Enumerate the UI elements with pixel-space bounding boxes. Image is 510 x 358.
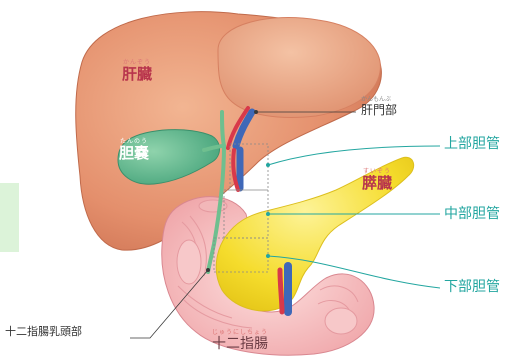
papilla-label: 十二指腸乳頭部: [5, 326, 82, 337]
upper-bile-duct-label: 上部胆管: [444, 137, 500, 151]
duodenum-text: 十二指腸: [212, 337, 268, 351]
gallbladder-text: 胆嚢: [119, 146, 149, 161]
hepatic-duct: [222, 112, 224, 146]
liver-lobe-shape: [218, 18, 380, 118]
gallbladder-label: たんのう 胆嚢: [119, 139, 149, 161]
pancreas-text: 膵臓: [362, 176, 392, 191]
middle-bile-duct-label: 中部胆管: [444, 207, 500, 221]
liver-label: かんぞう 肝臓: [122, 60, 152, 82]
lower-bile-duct-label: 下部胆管: [444, 280, 500, 294]
pancreas-label: すいぞう 膵臓: [362, 169, 392, 191]
liver-text: 肝臓: [122, 67, 152, 82]
hepatic-hilum-text: 肝門部: [361, 103, 397, 117]
hepatic-hilum-label: かんもんぶ 肝門部: [361, 97, 397, 116]
duodenum-label: じゅうにしちょう 十二指腸: [212, 330, 268, 351]
mesenteric-artery: [280, 270, 282, 312]
